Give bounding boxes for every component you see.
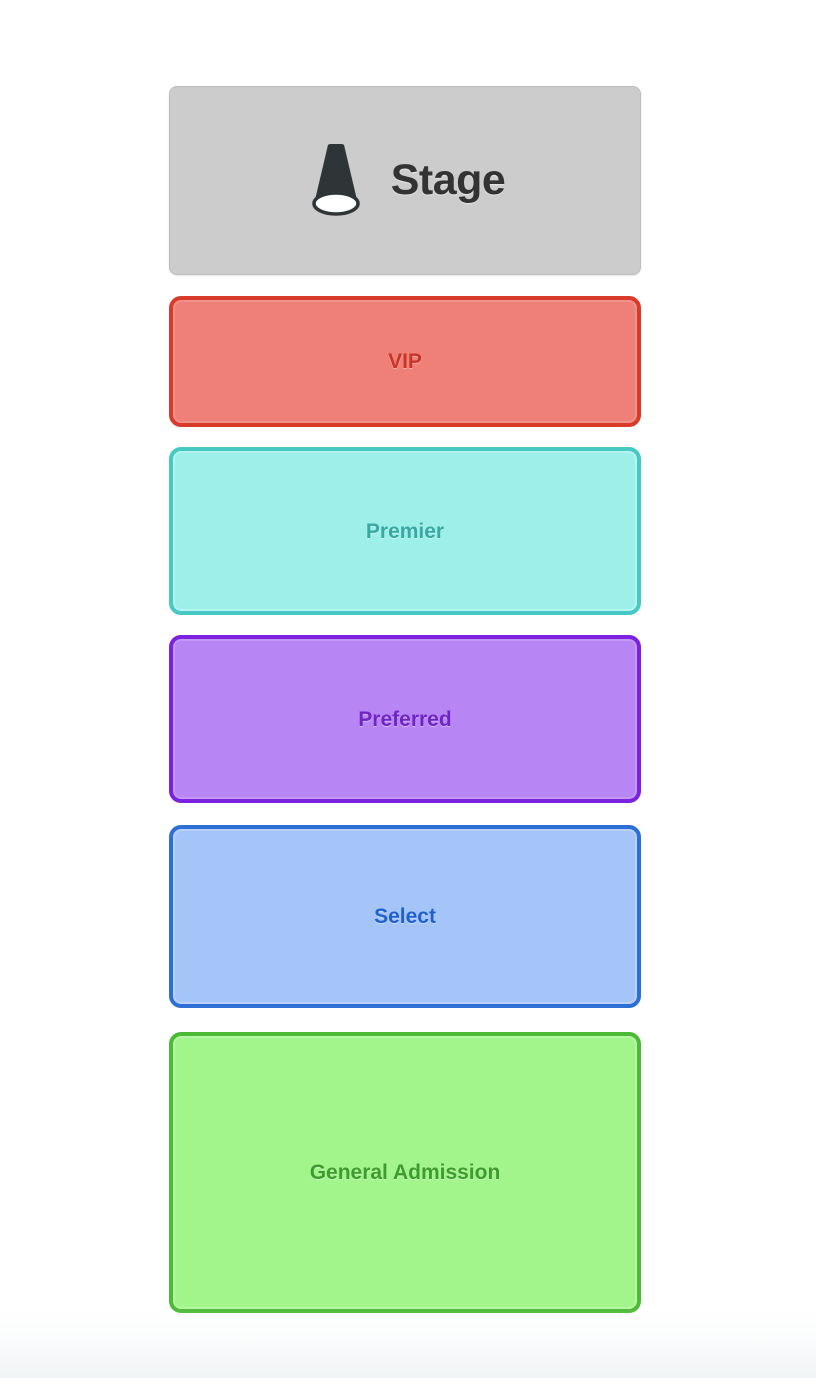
section-general-admission[interactable]: General Admission [169,1032,641,1313]
section-premier[interactable]: Premier [169,447,641,615]
stage-label: Stage [390,156,506,204]
section-preferred[interactable]: Preferred [169,635,641,803]
stage-content: Stage [305,143,506,219]
stage-block: Stage [169,86,641,275]
section-select[interactable]: Select [169,825,641,1008]
section-vip[interactable]: VIP [169,296,641,427]
section-label-preferred: Preferred [358,707,452,731]
section-label-vip: VIP [388,350,422,373]
section-label-general-admission: General Admission [309,1161,501,1184]
spotlight-icon [305,143,367,219]
section-label-select: Select [374,905,436,928]
page-bottom-gradient [0,1308,816,1378]
section-label-premier: Premier [365,519,445,543]
